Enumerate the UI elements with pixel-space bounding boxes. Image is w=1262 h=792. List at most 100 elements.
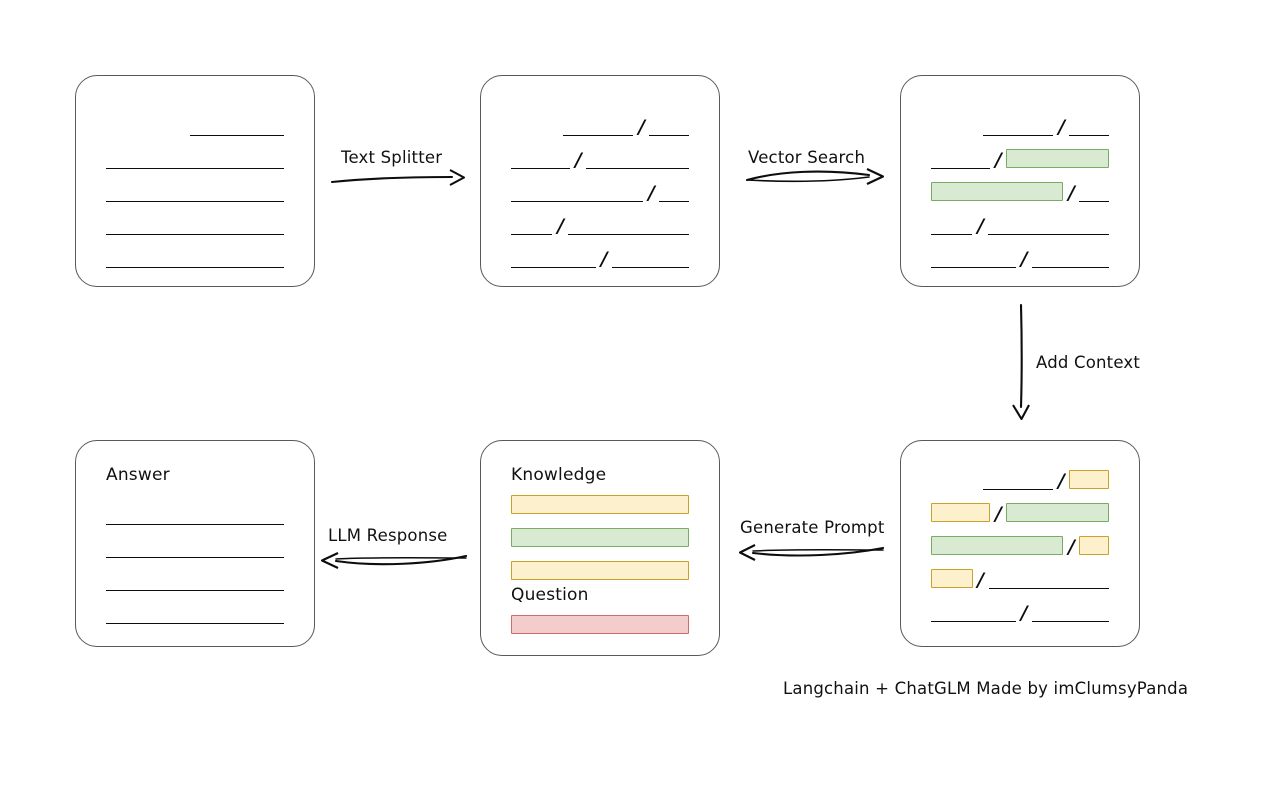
highlighted-text-segment-green xyxy=(1006,149,1109,168)
text-line-segment xyxy=(1031,247,1109,268)
segment-divider-slash: / xyxy=(1057,470,1065,492)
segment-divider-slash: / xyxy=(977,215,984,237)
question-heading: Question xyxy=(511,585,589,605)
text-line-segment xyxy=(931,601,1016,622)
edge-label-text-splitter: Text Splitter xyxy=(341,148,443,167)
document-row: / xyxy=(931,534,1109,558)
segment-divider-slash: / xyxy=(574,149,582,171)
highlighted-text-segment-red xyxy=(511,615,689,634)
text-line-segment xyxy=(568,214,689,235)
text-line-segment xyxy=(511,148,571,169)
knowledge-bar-row xyxy=(511,526,689,548)
segment-divider-slash: / xyxy=(637,116,645,138)
credit-text: Langchain + ChatGLM Made by imClumsyPand… xyxy=(783,679,1189,698)
arrow-vector-search xyxy=(745,168,885,185)
segment-divider-slash: / xyxy=(1057,116,1065,138)
document-row: / xyxy=(931,501,1109,524)
prompt-box[interactable]: Knowledge Question xyxy=(480,440,720,656)
document-row: / xyxy=(511,180,689,203)
text-line-segment xyxy=(931,247,1016,268)
source-document-content xyxy=(106,76,284,286)
document-row: / xyxy=(931,246,1109,270)
context-document-box[interactable]: / / / / / xyxy=(900,440,1140,647)
split-document-content: / / / / / xyxy=(511,76,689,286)
highlighted-text-segment-yellow xyxy=(931,503,991,522)
text-line-segment xyxy=(1031,601,1109,622)
segment-divider-slash: / xyxy=(557,215,564,237)
highlighted-text-segment-green xyxy=(931,536,1064,555)
text-line-segment xyxy=(983,469,1054,490)
document-row xyxy=(106,602,284,624)
question-bar-row xyxy=(511,613,689,635)
segment-divider-slash: / xyxy=(977,569,984,591)
text-line-segment xyxy=(106,537,284,558)
text-line-segment xyxy=(988,214,1109,235)
split-document-box[interactable]: / / / / / xyxy=(480,75,720,287)
highlighted-text-segment-green xyxy=(931,182,1064,201)
highlighted-text-segment-green xyxy=(1006,503,1109,522)
text-line-segment xyxy=(586,148,689,169)
text-line-segment xyxy=(988,568,1109,589)
text-line-segment xyxy=(106,247,284,268)
document-row xyxy=(106,180,284,202)
knowledge-heading: Knowledge xyxy=(511,465,607,485)
vector-matched-document-box[interactable]: / / / / / xyxy=(900,75,1140,287)
document-row xyxy=(106,246,284,268)
text-line-segment xyxy=(511,181,644,202)
text-line-segment xyxy=(931,214,973,235)
knowledge-bar-row xyxy=(511,559,689,581)
highlighted-text-segment-yellow xyxy=(1069,470,1109,489)
text-line-segment xyxy=(106,570,284,591)
segment-divider-slash: / xyxy=(600,248,608,270)
document-row: / xyxy=(931,567,1109,591)
segment-divider-slash: / xyxy=(1067,182,1075,204)
segment-divider-slash: / xyxy=(1067,536,1075,558)
document-row xyxy=(106,213,284,235)
source-document-box[interactable] xyxy=(75,75,315,287)
document-row: / xyxy=(511,213,689,237)
edge-label-generate-prompt: Generate Prompt xyxy=(740,518,885,537)
highlighted-text-segment-yellow xyxy=(931,569,973,588)
segment-divider-slash: / xyxy=(994,149,1002,171)
text-line-segment xyxy=(659,181,689,202)
edge-label-vector-search: Vector Search xyxy=(748,148,866,167)
segment-divider-slash: / xyxy=(1020,602,1028,624)
arrow-text-splitter xyxy=(330,169,466,186)
text-line-segment xyxy=(931,148,991,169)
document-row: / xyxy=(931,114,1109,138)
text-line-segment xyxy=(649,115,689,136)
document-row: / xyxy=(511,147,689,171)
document-row: / xyxy=(931,180,1109,204)
document-row xyxy=(106,147,284,169)
document-row: / xyxy=(931,213,1109,237)
document-row: / xyxy=(511,246,689,270)
document-row: / xyxy=(931,600,1109,624)
document-row xyxy=(106,503,284,525)
prompt-content xyxy=(511,441,689,655)
highlighted-text-segment-yellow xyxy=(511,495,689,514)
text-line-segment xyxy=(106,603,284,624)
vector-matched-document-content: / / / / / xyxy=(931,76,1109,286)
document-row xyxy=(106,569,284,591)
text-line-segment xyxy=(106,214,284,235)
document-row xyxy=(106,114,284,136)
document-row: / xyxy=(931,468,1109,492)
text-line-segment xyxy=(1079,181,1109,202)
text-line-segment xyxy=(511,247,596,268)
text-line-segment xyxy=(190,115,284,136)
arrow-llm-response xyxy=(320,552,468,569)
text-line-segment xyxy=(563,115,634,136)
highlighted-text-segment-yellow xyxy=(1079,536,1109,555)
answer-heading: Answer xyxy=(106,465,170,485)
answer-content xyxy=(106,441,284,646)
document-row xyxy=(106,536,284,558)
text-line-segment xyxy=(983,115,1054,136)
arrow-generate-prompt xyxy=(738,544,885,561)
text-line-segment xyxy=(106,504,284,525)
segment-divider-slash: / xyxy=(1020,248,1028,270)
text-line-segment xyxy=(106,148,284,169)
document-row: / xyxy=(511,114,689,138)
answer-box[interactable]: Answer xyxy=(75,440,315,647)
highlighted-text-segment-green xyxy=(511,528,689,547)
text-line-segment xyxy=(1069,115,1109,136)
